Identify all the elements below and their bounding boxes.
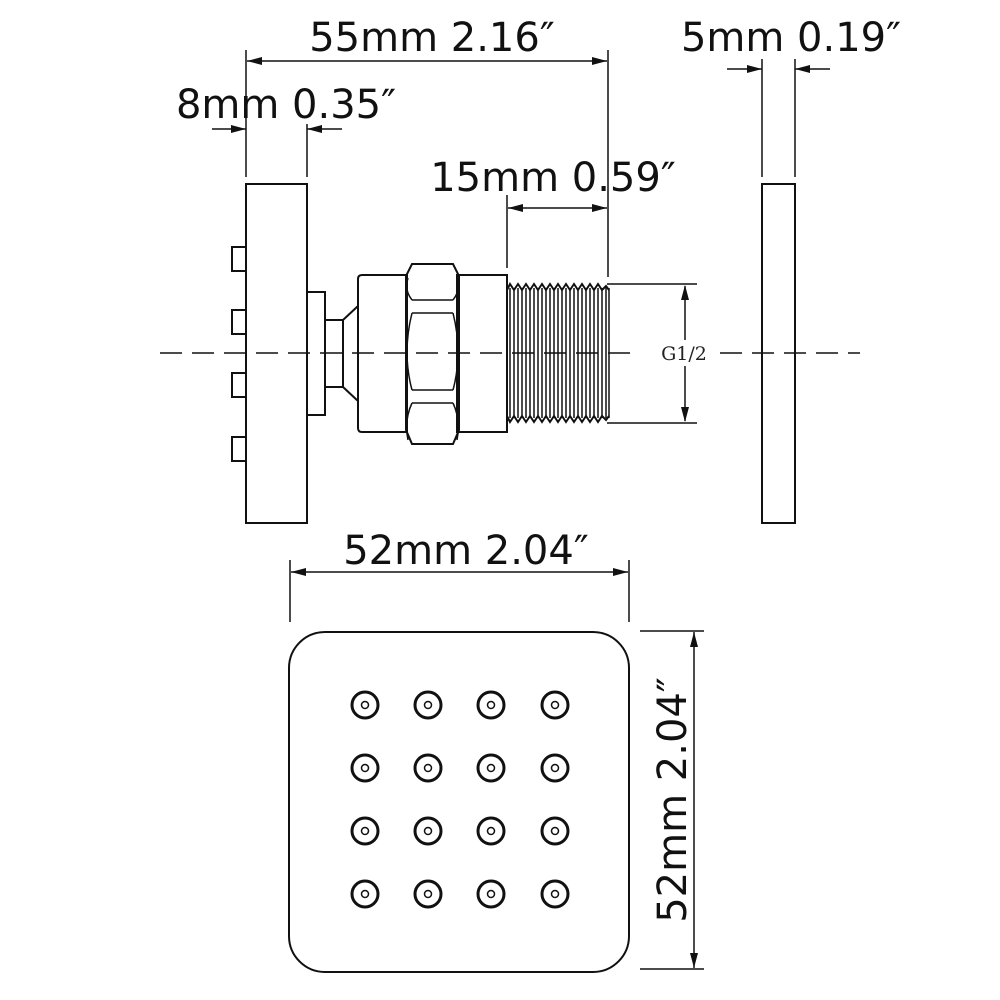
body-left <box>357 274 408 433</box>
nozzle <box>540 879 570 909</box>
thread-label: G1/2 <box>661 343 707 365</box>
overall-length-label: 55mm 2.16″ <box>309 15 555 61</box>
nozzle <box>350 690 380 720</box>
nozzle <box>350 753 380 783</box>
cone <box>342 305 359 402</box>
nozzle <box>476 879 506 909</box>
nozzle-nub <box>231 372 247 398</box>
nozzle <box>540 753 570 783</box>
nozzle-grid <box>350 690 570 909</box>
face-width-label: 52mm 2.04″ <box>343 528 589 574</box>
nozzle <box>413 879 443 909</box>
nozzle <box>350 816 380 846</box>
nozzle <box>476 816 506 846</box>
nozzle <box>476 753 506 783</box>
nozzle-nub <box>231 436 247 462</box>
nozzle <box>540 816 570 846</box>
side-dimensions: 55mm 2.16″ 8mm 0.35″ 15mm 0.59″ 5mm 0.19… <box>176 15 901 277</box>
thread-dim-arrows <box>681 285 689 422</box>
nozzle-nub <box>231 246 247 272</box>
thread-length-label: 15mm 0.59″ <box>430 155 676 201</box>
nozzle <box>476 690 506 720</box>
hex-nut-faces <box>412 299 453 404</box>
faceplate-front <box>288 631 630 973</box>
neck <box>324 319 344 388</box>
nozzle <box>350 879 380 909</box>
thread <box>506 282 610 424</box>
body-right <box>456 274 508 433</box>
side-view: G1/2 <box>160 183 860 524</box>
nozzle <box>540 690 570 720</box>
hex-nut <box>405 263 460 445</box>
nozzle-nub <box>231 309 247 335</box>
escutcheon-thickness-label: 5mm 0.19″ <box>681 15 901 61</box>
escutcheon-plate <box>761 183 796 524</box>
face-height-label: 52mm 2.04″ <box>650 677 696 923</box>
faceplate-thickness-label: 8mm 0.35″ <box>176 82 396 128</box>
nozzle <box>413 816 443 846</box>
nozzle <box>413 753 443 783</box>
nozzle <box>413 690 443 720</box>
hex-nut-curves <box>405 277 460 441</box>
front-view: 52mm 2.04″ 52mm 2.04″ <box>288 528 704 973</box>
